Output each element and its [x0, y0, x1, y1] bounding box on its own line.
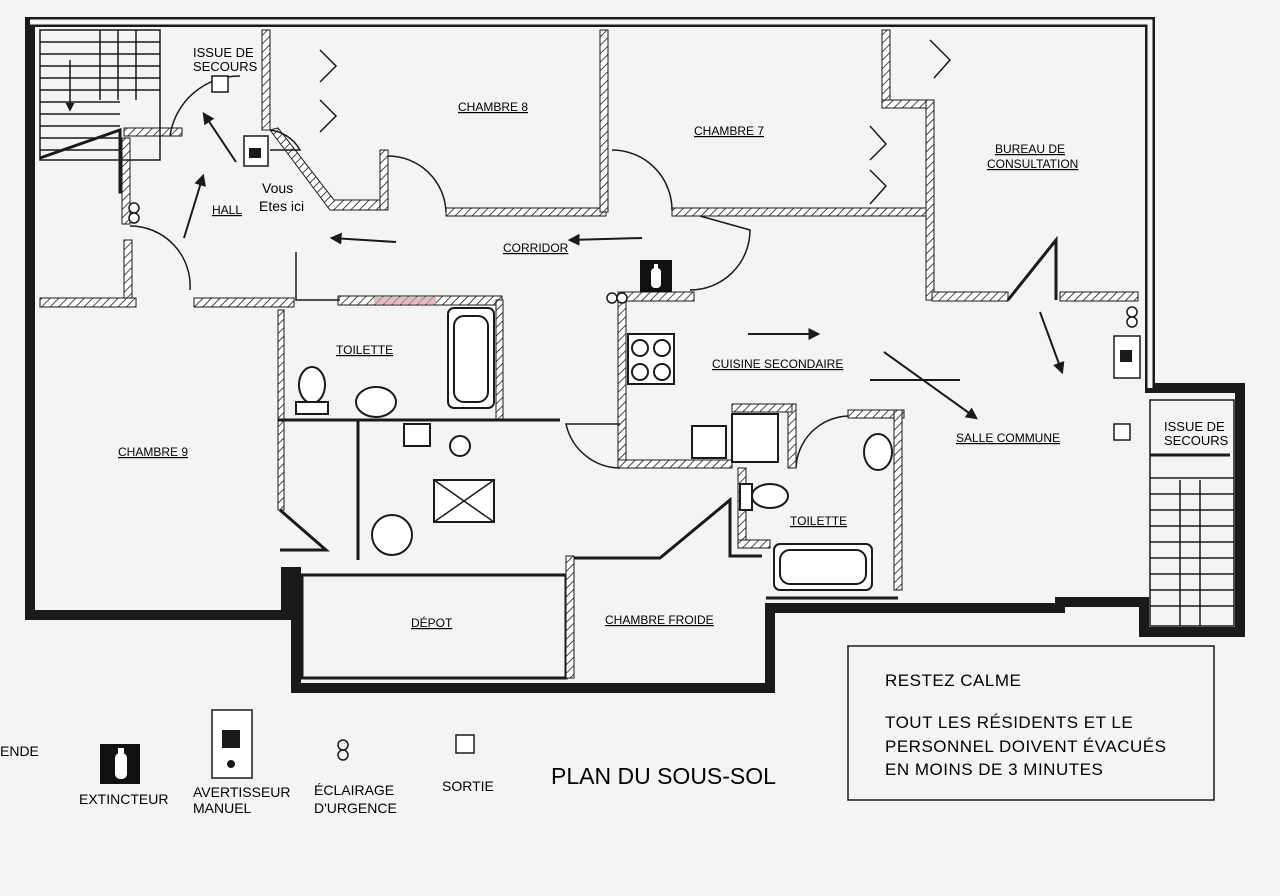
legend-exit-icon	[455, 734, 475, 754]
room-label-salle-commune: SALLE COMMUNE	[956, 431, 1060, 445]
legend-heading: ENDE	[0, 743, 39, 759]
you-are-here-line2: Etes ici	[259, 198, 304, 214]
room-label-hall: HALL	[212, 203, 242, 217]
legend-label-avertisseur-line1: AVERTISSEUR	[193, 784, 291, 800]
room-label-chambre-8: CHAMBRE 8	[458, 100, 528, 114]
notice-line-2: TOUT LES RÉSIDENTS ET LE	[885, 713, 1133, 732]
room-label-cuisine: CUISINE SECONDAIRE	[712, 357, 843, 371]
room-label-corridor: CORRIDOR	[503, 241, 569, 255]
notice-line-4: EN MOINS DE 3 MINUTES	[885, 760, 1103, 779]
room-label-bureau-line1: BUREAU DE	[995, 142, 1065, 156]
room-label-bureau-line2: CONSULTATION	[987, 157, 1078, 171]
manual-alarm-icon	[1113, 335, 1141, 379]
notice-box	[847, 645, 1215, 801]
room-label-depot: DÉPOT	[411, 615, 453, 630]
room-label-chambre-froide: CHAMBRE FROIDE	[605, 613, 714, 627]
exit-icon	[211, 75, 1131, 441]
interior-walls	[39, 29, 1230, 680]
stairs-icon	[1149, 399, 1235, 627]
outer-walls	[25, 17, 1245, 693]
plan-title: PLAN DU SOUS-SOL	[551, 763, 776, 789]
legend-label-eclairage-line2: D'URGENCE	[314, 800, 397, 816]
extinguisher-icon	[640, 260, 672, 292]
room-label-toilette-2: TOILETTE	[790, 514, 847, 528]
manual-alarm-icon	[243, 135, 269, 167]
room-label-chambre-7: CHAMBRE 7	[694, 124, 764, 138]
doors	[129, 39, 952, 469]
legend-label-sortie: SORTIE	[442, 778, 494, 794]
exit-label-east-line1: ISSUE DE	[1164, 419, 1225, 434]
legend-emergency-light-icon	[337, 739, 349, 761]
emergency-light-icon	[128, 202, 1138, 328]
legend-extinguisher-icon	[100, 744, 140, 784]
notice-line-1: RESTEZ CALME	[885, 671, 1021, 690]
legend-label-avertisseur-line2: MANUEL	[193, 800, 252, 816]
notice-line-3: PERSONNEL DOIVENT ÉVACUÉS	[885, 737, 1166, 756]
stairs-icon	[39, 29, 161, 161]
fixtures	[295, 307, 893, 591]
room-label-chambre-9: CHAMBRE 9	[118, 445, 188, 459]
room-label-toilette-1: TOILETTE	[336, 343, 393, 357]
evacuation-arrow-icon	[183, 112, 1065, 420]
legend-label-eclairage-line1: ÉCLAIRAGE	[314, 782, 394, 798]
legend-label-extincteur: EXTINCTEUR	[79, 791, 168, 807]
you-are-here-line1: Vous	[262, 180, 293, 196]
exit-label-west-line1: ISSUE DE	[193, 45, 254, 60]
legend-manual-alarm-icon	[211, 709, 253, 779]
exit-label-west-line2: SECOURS	[193, 59, 258, 74]
exit-label-east-line2: SECOURS	[1164, 433, 1229, 448]
